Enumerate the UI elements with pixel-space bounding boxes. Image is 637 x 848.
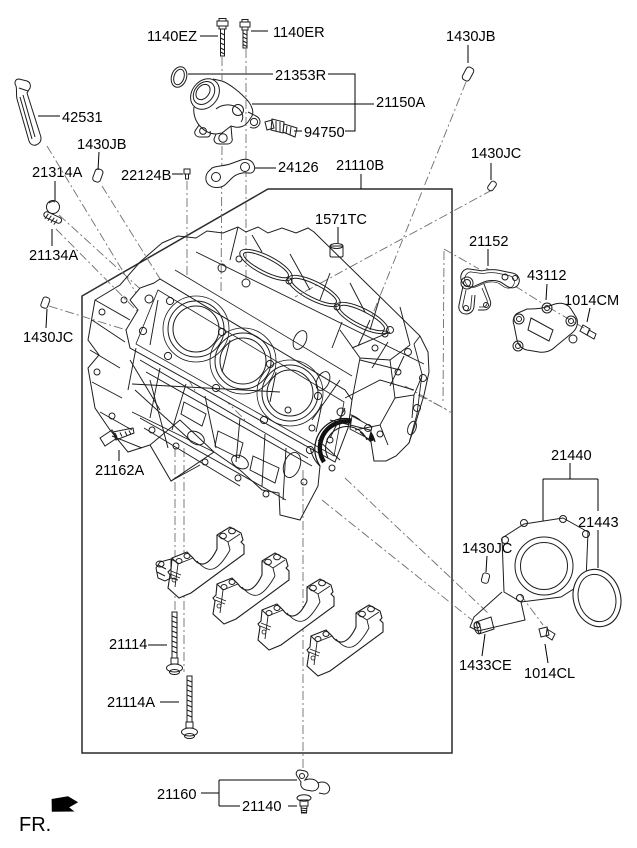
svg-text:1014CL: 1014CL [524, 666, 575, 682]
svg-text:42531: 42531 [62, 110, 103, 126]
svg-text:FR.: FR. [19, 814, 51, 836]
svg-text:1140ER: 1140ER [273, 25, 325, 41]
svg-text:1430JC: 1430JC [462, 541, 512, 557]
svg-text:21152: 21152 [469, 234, 509, 250]
svg-text:21114A: 21114A [107, 695, 155, 711]
svg-text:21110B: 21110B [336, 158, 384, 174]
svg-text:1430JB: 1430JB [446, 29, 496, 45]
svg-text:1430JB: 1430JB [77, 137, 127, 153]
svg-text:21140: 21140 [242, 799, 282, 815]
svg-text:21162A: 21162A [95, 463, 144, 479]
svg-text:21160: 21160 [157, 787, 197, 803]
svg-text:43112: 43112 [527, 268, 567, 284]
svg-text:21134A: 21134A [29, 248, 78, 264]
svg-text:21314A: 21314A [32, 165, 83, 181]
svg-text:1571TC: 1571TC [315, 212, 367, 228]
svg-text:21443: 21443 [578, 515, 619, 531]
svg-text:24126: 24126 [278, 160, 319, 176]
svg-text:21114: 21114 [109, 637, 147, 653]
svg-text:21150A: 21150A [376, 95, 425, 111]
svg-text:1430JC: 1430JC [23, 330, 73, 346]
svg-text:1430JC: 1430JC [471, 146, 521, 162]
svg-text:21440: 21440 [551, 448, 592, 464]
svg-text:1433CE: 1433CE [459, 658, 512, 674]
svg-text:22124B: 22124B [121, 168, 171, 184]
svg-text:1140EZ: 1140EZ [147, 29, 197, 45]
svg-text:94750: 94750 [304, 125, 345, 141]
svg-text:21353R: 21353R [275, 68, 326, 84]
svg-text:1014CM: 1014CM [564, 293, 619, 309]
